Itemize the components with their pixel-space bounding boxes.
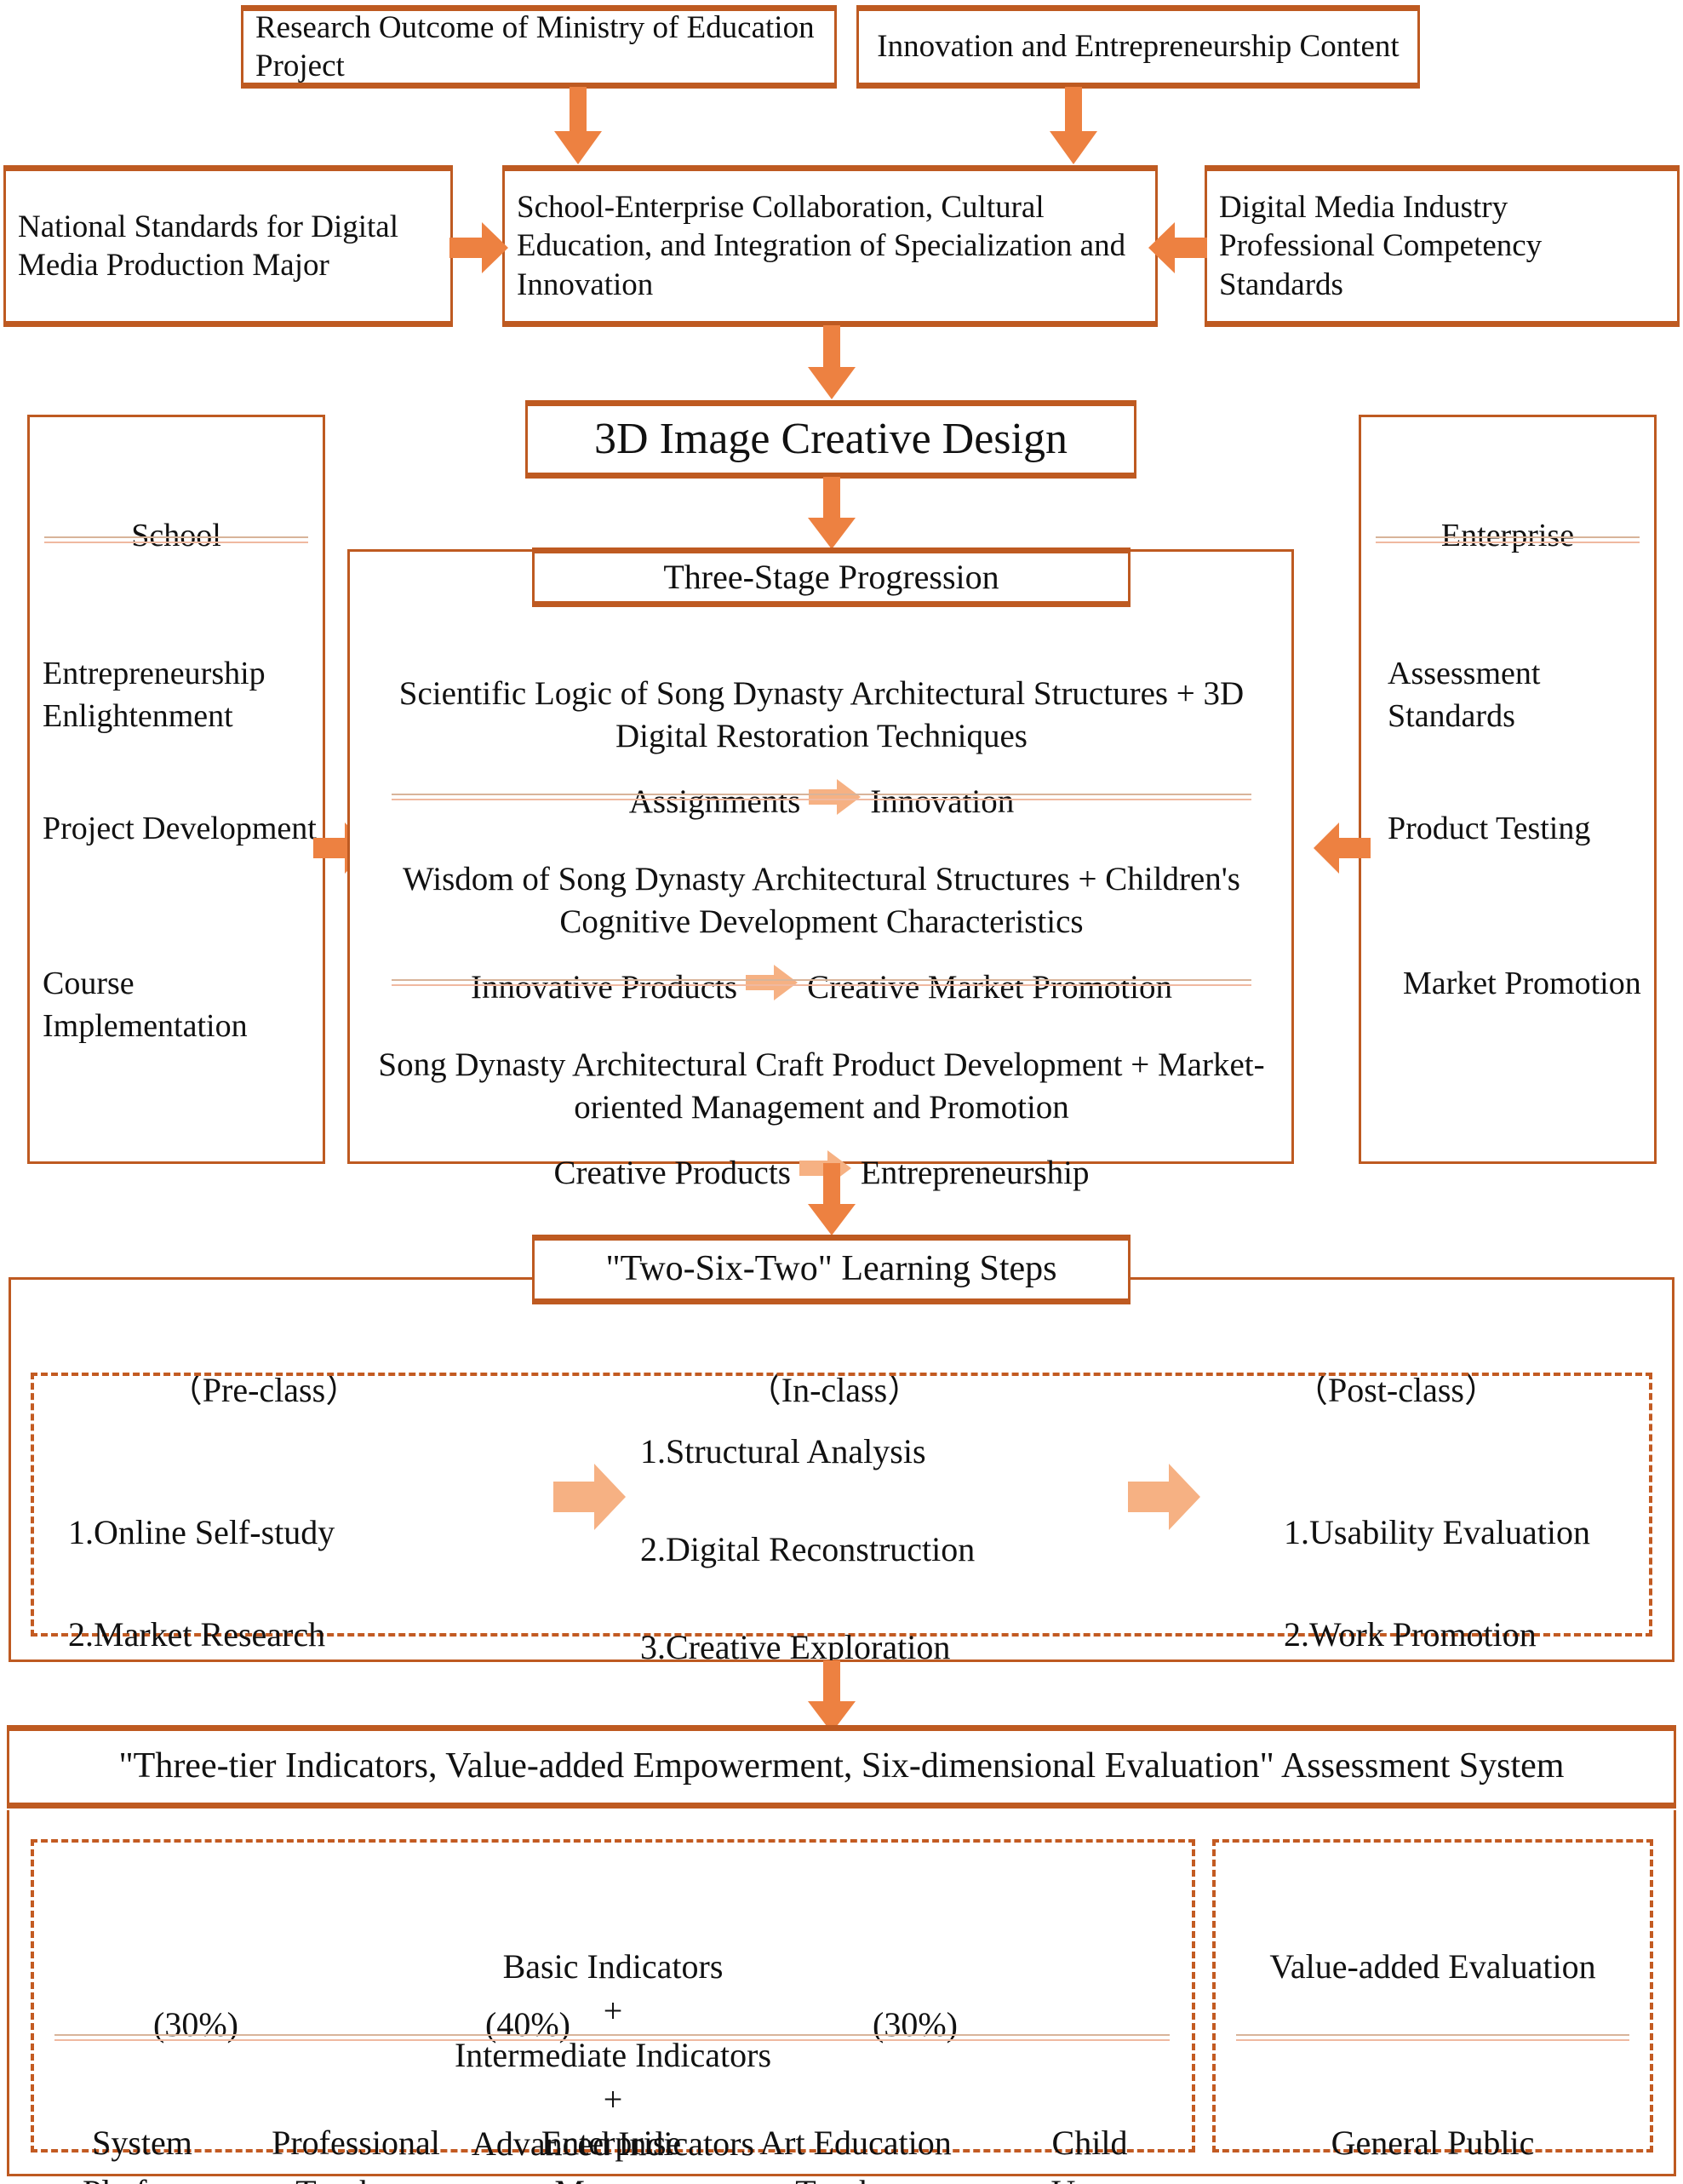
stage-1-to: Innovation: [870, 782, 1015, 820]
indicators-dashed-panel: [31, 1839, 1195, 2152]
evaluator-0: System Platform: [83, 2124, 202, 2184]
right-arrow-icon: [449, 221, 509, 274]
box-research-outcome-label: Research Outcome of Ministry of Educatio…: [255, 9, 815, 83]
panel-three-stage: [347, 549, 1294, 1164]
indicator-formula: Basic Indicators + Intermediate Indicato…: [51, 1900, 1175, 2166]
left-arrow-icon: [1148, 221, 1207, 274]
enterprise-item-0: Assessment Standards: [1388, 656, 1541, 734]
three-stage-title-label: Three-Stage Progression: [663, 557, 999, 596]
down-arrow-icon: [807, 1163, 856, 1236]
right-arrow-icon: [746, 964, 799, 1012]
box-hub: School-Enterprise Collaboration, Cultura…: [502, 165, 1158, 327]
box-innovation-content: Innovation and Entrepreneurship Content: [856, 5, 1420, 89]
box-core-title: 3D Image Creative Design: [525, 400, 1136, 479]
box-national-standards: National Standards for Digital Media Pro…: [3, 165, 453, 327]
stage-2-transition: Innovative Products Creative Market Promo…: [375, 921, 1268, 1012]
enterprise-header-rule: [1376, 536, 1640, 543]
assessment-title-label: "Three-tier Indicators, Value-added Empo…: [118, 1746, 1565, 1786]
phase-label-in-class: （In-class）: [747, 1371, 922, 1409]
value-added-dashed-panel: [1212, 1839, 1653, 2152]
stage-1-content: Scientific Logic of Song Dynasty Archite…: [398, 674, 1245, 754]
column-enterprise: [1359, 415, 1657, 1164]
school-item-1: Project Development: [43, 811, 317, 847]
stage-2-content: Wisdom of Song Dynasty Architectural Str…: [403, 860, 1240, 940]
down-arrow-icon: [807, 1660, 856, 1734]
in-class-item-2: 3.Creative Exploration: [640, 1627, 951, 1666]
down-arrow-icon: [553, 87, 603, 165]
evaluator-4: Child Users: [1050, 2124, 1128, 2184]
panel-learning-steps: [9, 1277, 1674, 1662]
box-learning-steps-title: "Two-Six-Two" Learning Steps: [532, 1235, 1131, 1304]
box-hub-label: School-Enterprise Collaboration, Cultura…: [517, 190, 1126, 302]
indicator-term-2: Advanced Indicators: [471, 2124, 755, 2163]
learning-steps-title-label: "Two-Six-Two" Learning Steps: [605, 1249, 1057, 1289]
evaluator-2: Enterprise Mentors: [541, 2124, 682, 2184]
in-class-item-1: 2.Digital Reconstruction: [640, 1529, 976, 1568]
box-industry-standards: Digital Media Industry Professional Comp…: [1205, 165, 1680, 327]
indicator-plus-1: +: [603, 2080, 623, 2118]
left-arrow-icon: [1313, 822, 1371, 874]
in-class-item-0: 1.Structural Analysis: [640, 1431, 926, 1470]
box-three-stage-title: Three-Stage Progression: [532, 547, 1131, 607]
pre-class-item-0: 1.Online Self-study: [68, 1513, 335, 1551]
post-class-item-1: 2.Work Promotion: [1284, 1615, 1537, 1654]
indicator-plus-0: +: [603, 1992, 623, 2030]
stage-3-content: Song Dynasty Architectural Craft Product…: [378, 1046, 1265, 1126]
right-arrow-icon: [809, 778, 862, 827]
indicator-weight-2: (30%): [873, 2005, 958, 2044]
learning-steps-dashed-panel: [31, 1373, 1652, 1637]
post-class-item-0: 1.Usability Evaluation: [1284, 1513, 1590, 1551]
stage-1-transition: Assignments Innovation: [375, 736, 1268, 827]
down-arrow-icon: [807, 325, 856, 400]
school-header-rule: [44, 536, 308, 543]
value-added-rule: [1236, 2034, 1629, 2041]
evaluator-3: Art Education Teachers: [759, 2124, 952, 2184]
phase-label-post-class: （Post-class）: [1294, 1371, 1498, 1409]
column-school-header: School: [131, 518, 221, 554]
stage-separator-2: [392, 979, 1251, 986]
down-arrow-icon: [807, 477, 856, 550]
stage-3-to: Entrepreneurship: [860, 1154, 1090, 1191]
box-innovation-content-label: Innovation and Entrepreneurship Content: [877, 29, 1400, 65]
indicator-weight-0: (30%): [153, 2005, 238, 2044]
evaluator-1: Professional Teachers: [272, 2124, 440, 2184]
stage-2-from: Innovative Products: [471, 968, 738, 1006]
stage-1-from: Assignments: [628, 782, 801, 820]
phase-label-pre-class: （Pre-class）: [168, 1371, 360, 1409]
enterprise-item-2: Market Promotion: [1403, 966, 1641, 1002]
right-arrow-icon: [553, 1463, 627, 1531]
core-title-label: 3D Image Creative Design: [594, 415, 1068, 464]
indicator-term-1: Intermediate Indicators: [454, 2036, 772, 2074]
box-industry-standards-label: Digital Media Industry Professional Comp…: [1219, 190, 1543, 302]
pre-class-items: 1.Online Self-study 2.Market Research: [68, 1456, 511, 1660]
panel-assessment-body: [7, 1810, 1676, 2176]
school-item-0: Entrepreneurship Enlightenment: [43, 656, 266, 734]
box-assessment-title: "Three-tier Indicators, Value-added Empo…: [7, 1725, 1676, 1809]
box-research-outcome: Research Outcome of Ministry of Educatio…: [241, 5, 837, 89]
indicators-rule: [54, 2034, 1170, 2041]
indicator-term-0: Basic Indicators: [502, 1947, 724, 1986]
indicator-weight-1: (40%): [485, 2005, 570, 2044]
value-added-title: Value-added Evaluation: [1269, 1947, 1596, 1986]
right-arrow-icon: [1128, 1463, 1201, 1531]
stage-2-to: Creative Market Promotion: [807, 968, 1172, 1006]
down-arrow-icon: [1049, 87, 1098, 165]
stage-3-from: Creative Products: [553, 1154, 791, 1191]
column-enterprise-header: Enterprise: [1440, 518, 1575, 554]
enterprise-item-1: Product Testing: [1388, 811, 1591, 847]
post-class-items: 1.Usability Evaluation 2.Work Promotion: [1284, 1456, 1683, 1660]
pre-class-item-1: 2.Market Research: [68, 1615, 326, 1654]
stage-separator-1: [392, 794, 1251, 800]
value-added-evaluator: General Public: [1331, 2124, 1535, 2162]
box-national-standards-label: National Standards for Digital Media Pro…: [18, 209, 398, 283]
school-item-2: Course Implementation: [43, 966, 248, 1044]
column-school: [27, 415, 325, 1164]
